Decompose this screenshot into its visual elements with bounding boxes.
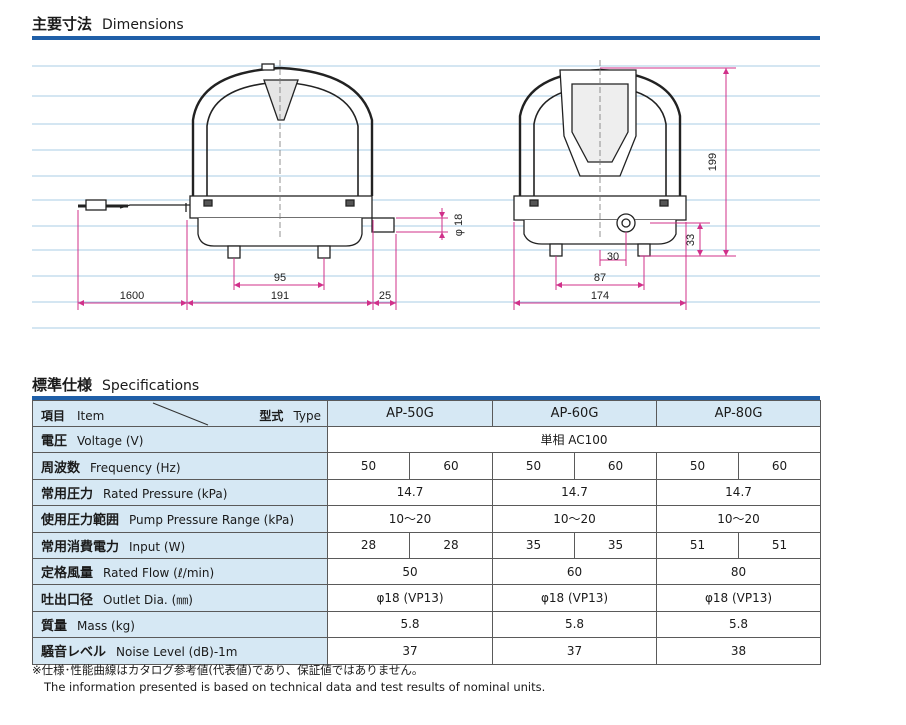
spec-cell: φ18 (VP13) xyxy=(656,584,822,612)
spec-cell: 51 xyxy=(656,531,740,559)
dimension-drawing: 1600 95 191 25 φ 18 87 30 174 199 33 xyxy=(32,60,820,329)
spec-cell: 50 xyxy=(326,557,494,586)
spec-cell: 35 xyxy=(492,531,576,559)
spec-cell: 14.7 xyxy=(492,478,658,507)
spec-cell: 60 xyxy=(492,557,658,586)
specs-rule xyxy=(32,396,820,400)
spec-cell: 60 xyxy=(738,452,822,480)
spec-cell: 10〜20 xyxy=(656,505,822,533)
spec-cell: 35 xyxy=(574,531,658,559)
specs-title-en: Specifications xyxy=(102,378,200,394)
spec-cell: 50 xyxy=(327,452,410,480)
spec-cell: 5.8 xyxy=(492,610,658,639)
spec-cell: 37 xyxy=(492,637,658,665)
model-header-0: AP-50G xyxy=(326,400,494,427)
dimension-lines xyxy=(77,67,736,310)
dim-label-outlet-protrusion: 25 xyxy=(379,290,391,302)
spec-cell: 60 xyxy=(408,452,494,480)
spec-cell: 14.7 xyxy=(326,478,494,507)
spec-cell: 51 xyxy=(738,531,822,559)
note-jp: ※仕様･性能曲線はカタログ参考値(代表値)であり、保証値ではありません。 xyxy=(32,663,424,677)
spec-cell: 80 xyxy=(656,557,822,586)
note-en: The information presented is based on te… xyxy=(44,680,546,694)
spec-cell: 10〜20 xyxy=(492,505,658,533)
dimension-arrows xyxy=(78,68,729,306)
front-view-pump xyxy=(78,60,395,259)
spec-cell: 5.8 xyxy=(326,610,494,639)
dim-label-outlet-height: 33 xyxy=(685,234,697,246)
dimensions-title-en: Dimensions xyxy=(102,17,184,33)
dim-label-side-width: 174 xyxy=(591,290,609,302)
dim-label-side-legs: 87 xyxy=(594,272,606,284)
dimensions-rule xyxy=(32,36,820,40)
spec-cell: φ18 (VP13) xyxy=(492,584,658,612)
spec-cell: 28 xyxy=(327,531,410,559)
model-header-1: AP-60G xyxy=(492,400,658,427)
dimensions-title: 主要寸法 Dimensions xyxy=(32,13,184,34)
spec-cell: 28 xyxy=(408,531,494,559)
dim-label-outlet-dia: φ 18 xyxy=(453,214,465,236)
spec-cell: 50 xyxy=(492,452,576,480)
specs-title-jp: 標準仕様 xyxy=(32,376,93,394)
model-header-2: AP-80G xyxy=(656,400,822,427)
dim-label-front-legs: 95 xyxy=(274,272,286,284)
specs-title: 標準仕様 Specifications xyxy=(32,374,199,395)
spec-cell: 10〜20 xyxy=(326,505,494,533)
spec-cell: 60 xyxy=(574,452,658,480)
dim-label-outlet-offset: 30 xyxy=(607,251,619,263)
dimensions-title-jp: 主要寸法 xyxy=(32,15,93,33)
spec-cell: 5.8 xyxy=(656,610,822,639)
dim-label-front-width: 191 xyxy=(271,290,289,302)
spec-cell: φ18 (VP13) xyxy=(326,584,494,612)
spec-cell: 38 xyxy=(656,637,822,665)
dim-label-height: 199 xyxy=(707,153,719,171)
dim-label-cable: 1600 xyxy=(120,290,144,302)
spec-cell: 37 xyxy=(326,637,494,665)
spec-cell: 単相 AC100 xyxy=(326,425,822,454)
drawing-grid xyxy=(32,65,820,329)
side-view-pump xyxy=(513,60,687,257)
spec-cell: 14.7 xyxy=(656,478,822,507)
spec-cell: 50 xyxy=(656,452,740,480)
